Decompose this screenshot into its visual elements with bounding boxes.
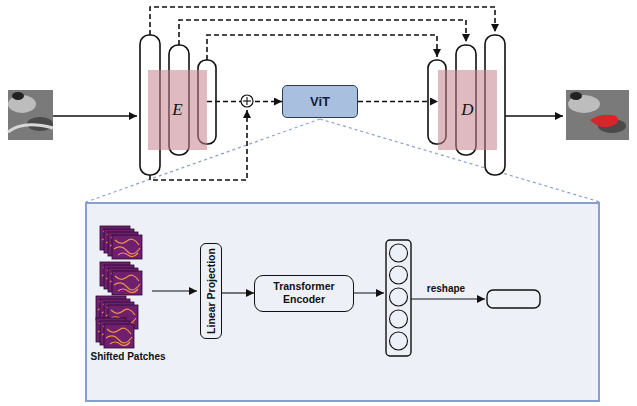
output-image <box>566 90 629 140</box>
connector-arrow <box>222 292 254 293</box>
connector-arrow <box>358 101 438 103</box>
node-text: Linear Projection <box>205 248 217 334</box>
node-text: ViT <box>310 94 330 109</box>
decoder-block: D <box>438 70 497 150</box>
patch-stack <box>96 226 142 348</box>
vit-box: ViT <box>282 85 358 118</box>
patch-caption: Shifted Patches <box>90 351 165 362</box>
transformer-box: Transformer Encoder <box>254 275 354 312</box>
projection-box: Linear Projection <box>200 243 222 339</box>
node-text: Transformer Encoder <box>255 280 353 306</box>
arrow-label: reshape <box>427 283 465 294</box>
node-text: E <box>172 100 182 120</box>
input-image <box>8 90 53 140</box>
node-text: D <box>461 100 473 120</box>
encoder-block: E <box>148 70 207 150</box>
